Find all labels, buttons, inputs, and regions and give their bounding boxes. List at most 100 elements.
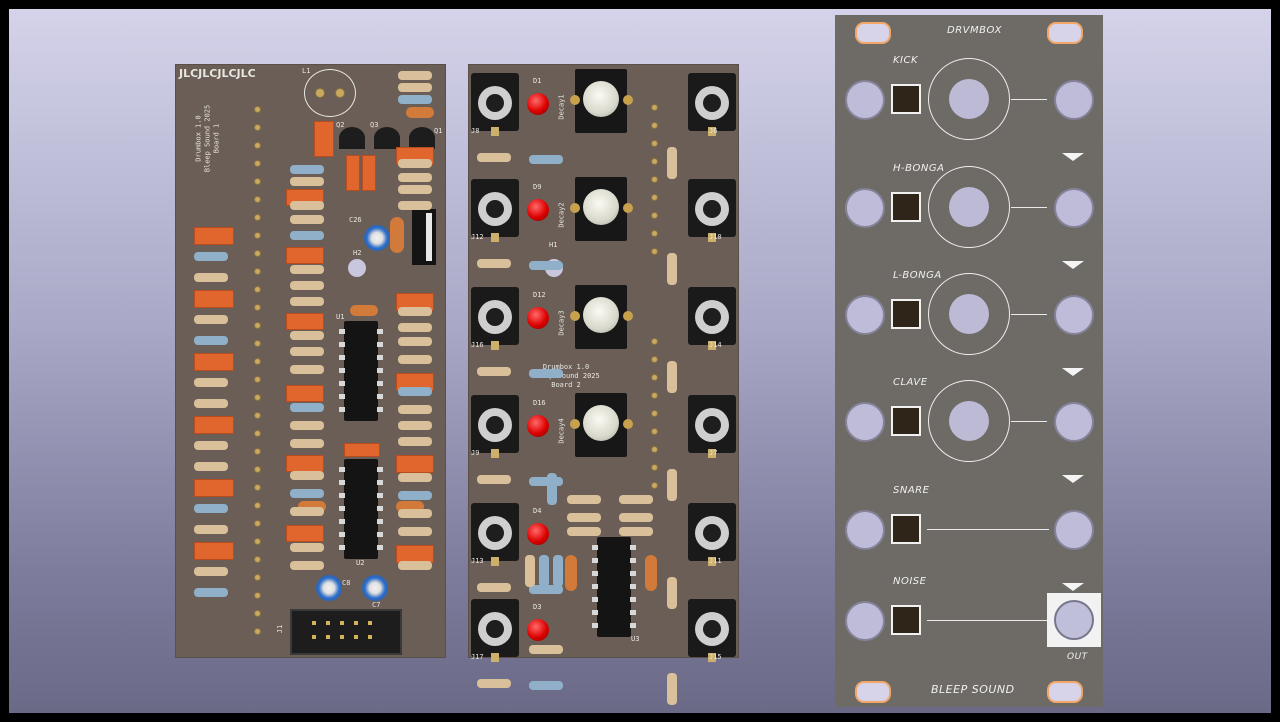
pad [255, 341, 260, 346]
ref-h2: H2 [353, 249, 362, 257]
pad [255, 179, 260, 184]
decay-knob[interactable] [928, 380, 1010, 462]
led-d4 [527, 523, 549, 545]
ref-q2: Q2 [336, 121, 345, 129]
pot-knob[interactable] [583, 405, 619, 441]
resistor [290, 561, 324, 570]
channel-output-jack[interactable] [1054, 402, 1094, 442]
jack-j17[interactable] [471, 599, 519, 662]
resistor [290, 365, 324, 374]
smd-part [286, 455, 324, 472]
knob-cap[interactable] [949, 79, 989, 119]
pot-decay2[interactable] [570, 177, 633, 241]
pot-decay4[interactable] [570, 393, 633, 457]
resistor [290, 215, 324, 224]
resistor [477, 475, 511, 484]
panel-footer-brand: BLEEP SOUND [931, 683, 1015, 696]
resistor [290, 165, 324, 174]
output-label: OUT [1067, 652, 1088, 662]
smd-part [362, 155, 376, 191]
pcb-board-2[interactable]: Drumbox 1.0 Bleep Sound 2025 Board 2 H1 … [469, 65, 738, 705]
resistor [477, 583, 511, 592]
resistor [290, 489, 324, 498]
trigger-button[interactable] [891, 84, 921, 114]
ic-pin [339, 394, 345, 399]
ic-pin [377, 519, 383, 524]
jack-j16[interactable] [471, 287, 519, 350]
knob-cap[interactable] [949, 187, 989, 227]
resistor [667, 577, 677, 609]
jack-hole [703, 94, 721, 112]
jack-j13[interactable] [471, 503, 519, 566]
decay-knob[interactable] [928, 58, 1010, 140]
pcb-board-1[interactable]: JLCJLCJLCJLC Drumbox 1.0 Bleep Sound 202… [176, 65, 445, 657]
channel-output-jack[interactable] [1054, 295, 1094, 335]
jack-j12[interactable] [471, 179, 519, 242]
trigger-input-jack[interactable] [845, 188, 885, 228]
resistor [290, 347, 324, 356]
jack-j11[interactable] [688, 503, 736, 566]
resistor [477, 679, 511, 688]
trigger-button[interactable] [891, 514, 921, 544]
jack-hole [703, 200, 721, 218]
ic-pin [630, 623, 636, 628]
knob-cap[interactable] [949, 294, 989, 334]
jack-hole [703, 620, 721, 638]
jack-ref-label: J13 [471, 557, 484, 565]
pad [652, 339, 657, 344]
voltage-regulator [412, 209, 436, 265]
ref-q1: Q1 [434, 127, 443, 135]
ic-u2 [344, 459, 378, 559]
pad [652, 483, 657, 488]
trigger-button[interactable] [891, 406, 921, 436]
pot-knob[interactable] [583, 297, 619, 333]
trigger-input-jack[interactable] [845, 601, 885, 641]
trigger-input-jack[interactable] [845, 80, 885, 120]
resistor [529, 645, 563, 654]
trigger-button[interactable] [891, 605, 921, 635]
jack-j9[interactable] [471, 395, 519, 458]
resistor [194, 441, 228, 450]
resistor [619, 495, 653, 504]
trigger-button[interactable] [891, 192, 921, 222]
trigger-input-jack[interactable] [845, 510, 885, 550]
jack-j10[interactable] [688, 179, 736, 242]
trigger-input-jack[interactable] [845, 295, 885, 335]
ic-u1 [344, 321, 378, 421]
decay-knob[interactable] [928, 166, 1010, 248]
channel-output-jack[interactable] [1054, 188, 1094, 228]
resistor [398, 307, 432, 316]
capacitor [406, 107, 434, 118]
jlc-order-marker: JLCJLCJLCJLC [179, 67, 256, 80]
channel-output-jack[interactable] [1054, 510, 1094, 550]
channel-output-jack[interactable] [1054, 80, 1094, 120]
jack-j14[interactable] [688, 287, 736, 350]
jack-j6[interactable] [688, 73, 736, 136]
pot-decay3[interactable] [570, 285, 633, 349]
decay-knob[interactable] [928, 273, 1010, 355]
trigger-input-jack[interactable] [845, 402, 885, 442]
output-jack[interactable] [1054, 600, 1094, 640]
resistor [477, 367, 511, 376]
pad [255, 287, 260, 292]
jack-j8[interactable] [471, 73, 519, 136]
ic-pin [377, 532, 383, 537]
pot-knob[interactable] [583, 189, 619, 225]
jack-j15[interactable] [688, 599, 736, 662]
trigger-button[interactable] [891, 299, 921, 329]
pot-knob[interactable] [583, 81, 619, 117]
pad [652, 105, 657, 110]
header-pin [326, 621, 330, 625]
3d-viewer-viewport[interactable]: JLCJLCJLCJLC Drumbox 1.0 Bleep Sound 202… [9, 9, 1271, 713]
pad [652, 249, 657, 254]
resistor [539, 555, 549, 587]
smd-part [396, 455, 434, 473]
pot-decay1[interactable] [570, 69, 633, 133]
knob-cap[interactable] [949, 401, 989, 441]
led-d9 [527, 199, 549, 221]
resistor [667, 469, 677, 501]
capacitor [645, 555, 657, 591]
jack-j7[interactable] [688, 395, 736, 458]
resistor [619, 513, 653, 522]
